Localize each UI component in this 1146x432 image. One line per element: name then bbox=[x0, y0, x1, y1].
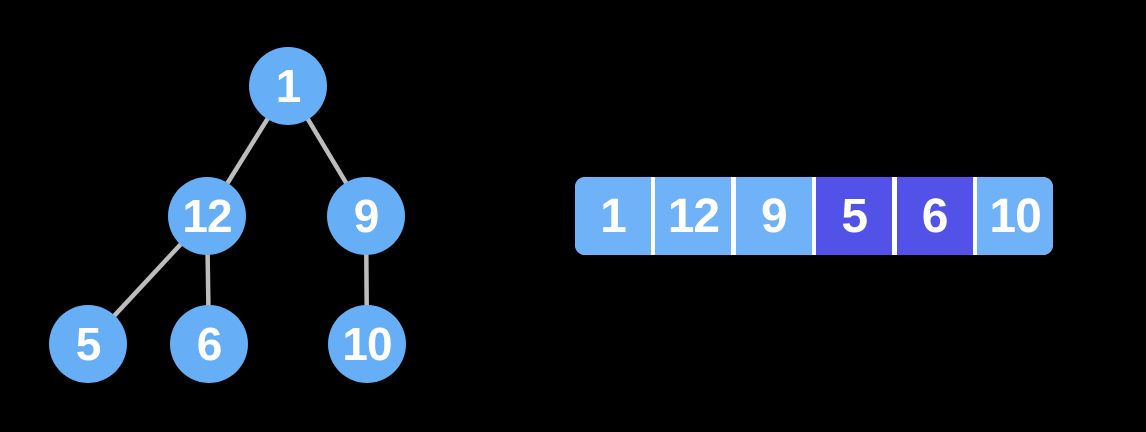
array-cell-5: 10 bbox=[977, 177, 1053, 255]
tree-node-left-left: 5 bbox=[49, 305, 127, 383]
tree-node-left: 12 bbox=[168, 177, 246, 255]
tree-node-left-right: 6 bbox=[170, 305, 248, 383]
tree-node-root: 1 bbox=[249, 47, 327, 125]
binary-tree: 1 12 9 5 6 10 bbox=[49, 47, 406, 383]
array-cell-0: 1 bbox=[575, 177, 651, 255]
array-cell-2: 9 bbox=[735, 177, 812, 255]
heap-array: 1 12 9 5 6 10 bbox=[575, 177, 1053, 255]
array-cell-4: 6 bbox=[896, 177, 973, 255]
tree-node-right: 9 bbox=[327, 177, 405, 255]
array-cell-1: 12 bbox=[655, 177, 732, 255]
array-cell-3: 5 bbox=[816, 177, 893, 255]
tree-node-right-left: 10 bbox=[328, 305, 406, 383]
